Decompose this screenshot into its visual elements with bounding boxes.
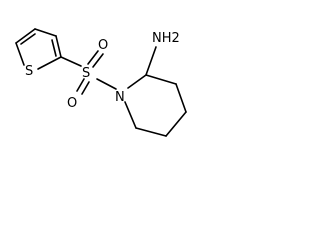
sulfonyl-oxygen-top-label: O <box>98 38 108 53</box>
sulfonyl-oxygen-top-bond <box>87 50 104 68</box>
sulfonyl-sulfur-label: S <box>82 66 90 81</box>
piperidine-bond-c4-c5 <box>165 111 187 137</box>
thiophene-sulfur-label: S <box>25 64 33 79</box>
thiophene-bond-c2-s <box>37 56 62 70</box>
chemical-structure: S S O O N NH2 <box>15 28 187 137</box>
piperidine-bond-c2-c3 <box>145 74 177 85</box>
thiophene-bond-s-c5 <box>15 42 25 66</box>
bond-c2-amine <box>145 46 157 76</box>
bond-thiophene-sulfonyl <box>60 56 82 67</box>
ring-nitrogen-label: N <box>115 90 125 105</box>
so-bottom-line-2 <box>81 81 90 95</box>
thiophene-bond-c4-c3 <box>34 28 57 37</box>
so-top-line-1 <box>87 50 99 65</box>
thiophene-ring <box>15 28 62 70</box>
piperidine-ring <box>124 74 187 137</box>
thiophene-bond-c3-c2 <box>55 35 62 58</box>
sulfonyl-oxygen-bottom-label: O <box>67 96 77 111</box>
sulfonyl-oxygen-bottom-bond <box>76 78 90 95</box>
so-bottom-line-1 <box>76 78 85 92</box>
thiophene-bond-c3-c2-double <box>51 39 57 57</box>
piperidine-bond-c5-c6 <box>135 127 167 137</box>
bond-sulfonyl-nitrogen <box>96 78 117 90</box>
piperidine-bond-n-c2 <box>127 74 147 89</box>
piperidine-bond-c6-n <box>124 101 137 129</box>
amine-label: NH2 <box>152 31 180 46</box>
thiophene-bond-c5-c4-double <box>20 33 36 45</box>
thiophene-bond-c5-c4 <box>15 28 36 44</box>
so-top-line-2 <box>92 53 104 68</box>
piperidine-bond-c3-c4 <box>175 83 187 113</box>
